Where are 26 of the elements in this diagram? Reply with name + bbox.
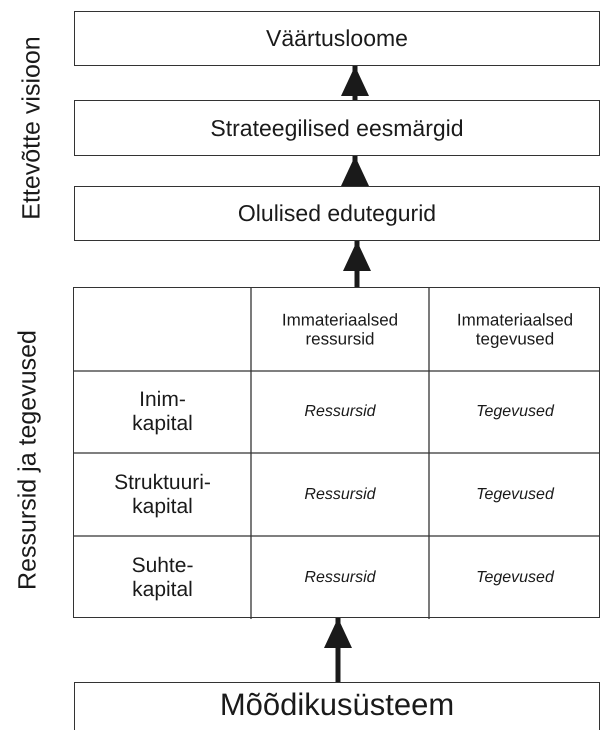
table-cell-text: Tegevused — [475, 402, 556, 422]
arrow — [341, 156, 369, 186]
side-label: Ettevõtte visioon — [18, 36, 46, 220]
arrow — [324, 618, 352, 682]
process-box — [74, 186, 600, 241]
process-box — [74, 11, 600, 66]
process-box — [74, 100, 600, 156]
arrow — [343, 241, 371, 287]
box-label: Mõõdikusüsteem — [220, 687, 454, 723]
row-header: Struktuuri- kapital — [114, 470, 211, 519]
table-cell-text: Ressursid — [303, 568, 377, 587]
table-cell-text: Tegevused — [475, 485, 556, 504]
row-header: Inim- kapital — [132, 388, 193, 436]
table-cell-text: Ressursid — [303, 485, 377, 504]
box-label: Väärtusloome — [266, 25, 408, 52]
box-label: Strateegilised eesmärgid — [210, 114, 464, 142]
box-label: Olulised edutegurid — [238, 200, 436, 227]
table-frame — [73, 287, 600, 618]
table-cell-text: Ressursid — [303, 402, 377, 422]
process-box — [74, 682, 600, 730]
column-header: Immateriaalsed ressursid — [280, 310, 400, 350]
arrow — [341, 66, 369, 100]
side-label: Ressursid ja tegevused — [14, 330, 42, 590]
table-cell-text: Tegevused — [475, 568, 556, 587]
column-header: Immateriaalsed tegevused — [456, 310, 574, 350]
row-header: Suhte- kapital — [132, 553, 194, 602]
